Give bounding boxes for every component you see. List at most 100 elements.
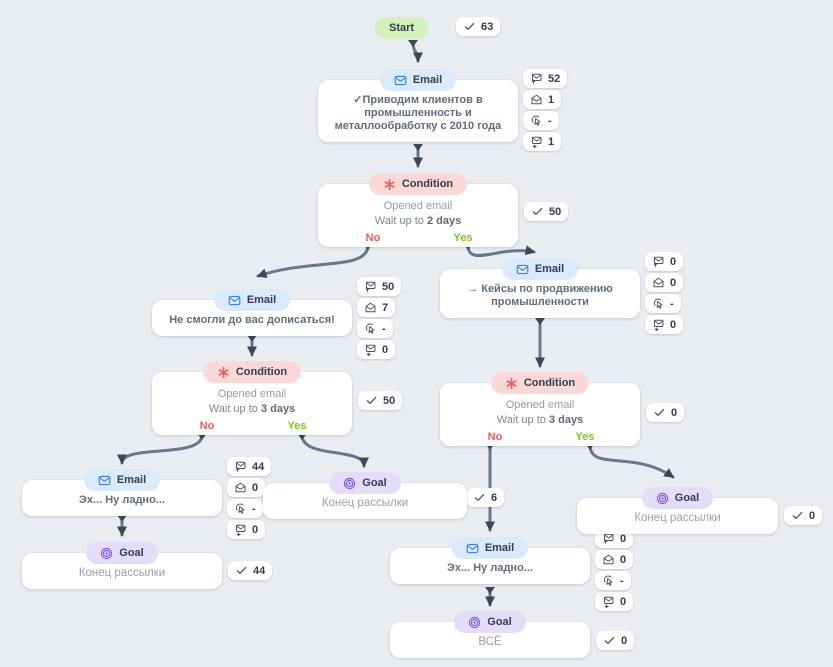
email-node-3[interactable]: Email Эх... Ну ладно... [22,469,222,516]
goal-target-icon [101,547,113,559]
opened-count: 7 [382,301,389,314]
goal-node-2[interactable]: Goal Конец рассылки [577,487,778,534]
clicked-badge[interactable]: - [227,499,263,518]
condition-1-done-count: 50 [549,205,562,218]
clicked-count: - [548,114,552,127]
goal-pill-label: Goal [674,492,700,504]
start-pill[interactable]: Start [375,17,429,39]
replied-badge[interactable]: 0 [595,592,634,611]
opened-badge[interactable]: 1 [523,90,562,109]
opened-badge[interactable]: 7 [357,298,396,317]
clicked-badge[interactable]: - [523,111,559,130]
condition-pill[interactable]: Condition [368,173,468,195]
clicked-count: - [382,322,386,335]
edge-cond1-no-email2 [256,243,370,279]
condition-node-3[interactable]: Condition Opened email Wait up to 3 days… [440,372,640,446]
clicked-count: - [252,502,256,515]
goal-pill[interactable]: Goal [454,611,526,633]
email-icon [394,75,407,85]
clicked-count: - [670,297,674,310]
replied-count: 0 [670,318,677,331]
email-node-5[interactable]: Email Эх... Ну ладно... [390,537,590,584]
check-icon [604,636,615,645]
goal-1-done-count: 44 [253,564,266,577]
envelope-open-icon [531,94,542,105]
opened-badge[interactable]: 0 [645,273,684,292]
start-node[interactable]: Start [375,17,429,39]
goal-2-done-badge[interactable]: 0 [784,506,823,525]
email-card[interactable]: ✓Приводим клиентов в промышленность и ме… [318,80,518,142]
opened-badge[interactable]: 0 [227,478,266,497]
envelope-reply-icon [235,524,246,536]
email-pill[interactable]: Email [83,469,161,491]
goal-node-3[interactable]: Goal ВСЁ [390,611,590,658]
sent-badge[interactable]: 50 [357,277,402,296]
envelope-reply-icon [603,596,614,608]
email-node-2[interactable]: Email Не смогли до вас дописаться! [152,289,352,336]
cursor-click-icon [603,575,613,586]
branch-yes-label: Yes [575,431,595,443]
goal-pill[interactable]: Goal [329,472,401,494]
goal-title: Конец рассылки [634,512,721,524]
edge-cond2-no-email3 [117,433,204,465]
condition-rule: Opened email [505,399,575,411]
branch-no-count-badge[interactable]: 6 [466,488,505,507]
replied-badge[interactable]: 0 [357,340,396,359]
email-subject: Эх... Ну ладно... [447,562,533,574]
goal-3-done-badge[interactable]: 0 [596,631,635,650]
envelope-sent-icon [653,256,664,268]
email-subject: Не смогли до вас дописаться! [169,314,335,326]
email-subject: Эх... Ну ладно... [79,494,165,506]
clicked-badge[interactable]: - [357,319,393,338]
envelope-open-icon [653,277,664,288]
condition-pill-label: Condition [523,377,576,389]
email-3-stats: 44 0 - 0 [227,457,272,539]
email-5-stats: 0 0 - 0 [595,529,634,611]
condition-node-1[interactable]: Condition Opened email Wait up to 2 days… [318,173,518,247]
replied-badge[interactable]: 1 [523,132,562,151]
edge-cond2-yes-goalmid [300,433,369,468]
email-node-4[interactable]: Email → Кейсы по продвижению промышленно… [440,258,640,318]
replied-count: 1 [548,135,555,148]
condition-icon [218,366,229,378]
email-pill[interactable]: Email [379,69,457,91]
replied-count: 0 [252,523,259,536]
condition-node-2[interactable]: Condition Opened email Wait up to 3 days… [152,361,352,435]
check-icon [532,207,543,216]
replied-count: 0 [620,595,627,608]
goal-pill[interactable]: Goal [86,542,158,564]
clicked-badge[interactable]: - [595,571,631,590]
goal-target-icon [656,492,668,504]
branch-no-label: No [199,420,215,432]
replied-badge[interactable]: 0 [227,520,266,539]
email-node-1[interactable]: Email ✓Приводим клиентов в промышленност… [318,69,518,142]
goal-pill[interactable]: Goal [641,487,714,509]
cursor-click-icon [235,503,245,514]
goal-node-mid[interactable]: Goal Конец рассылки [263,472,467,519]
condition-2-done-badge[interactable]: 50 [358,391,403,410]
condition-wait: Wait up to 3 days [208,403,296,415]
sent-badge[interactable]: 52 [523,69,568,88]
condition-pill[interactable]: Condition [490,372,590,394]
email-icon [228,295,241,305]
clicked-badge[interactable]: - [645,294,681,313]
envelope-open-icon [365,302,376,313]
check-icon [474,493,485,502]
clicked-count: - [620,574,624,587]
condition-3-done-count: 0 [671,406,678,419]
opened-badge[interactable]: 0 [595,550,634,569]
goal-node-1[interactable]: Goal Конец рассылки [22,542,222,589]
email-pill[interactable]: Email [501,258,579,280]
goal-1-done-badge[interactable]: 44 [228,561,273,580]
start-done-badge[interactable]: 63 [456,17,501,36]
condition-1-done-badge[interactable]: 50 [524,202,569,221]
sent-badge[interactable]: 44 [227,457,272,476]
start-done-count: 63 [481,20,494,33]
email-pill[interactable]: Email [451,537,529,559]
email-pill[interactable]: Email [213,289,291,311]
sent-badge[interactable]: 0 [645,252,684,271]
condition-pill[interactable]: Condition [202,361,302,383]
replied-badge[interactable]: 0 [645,315,684,334]
email-1-stats: 52 1 - 1 [523,69,568,151]
condition-3-done-badge[interactable]: 0 [646,403,685,422]
